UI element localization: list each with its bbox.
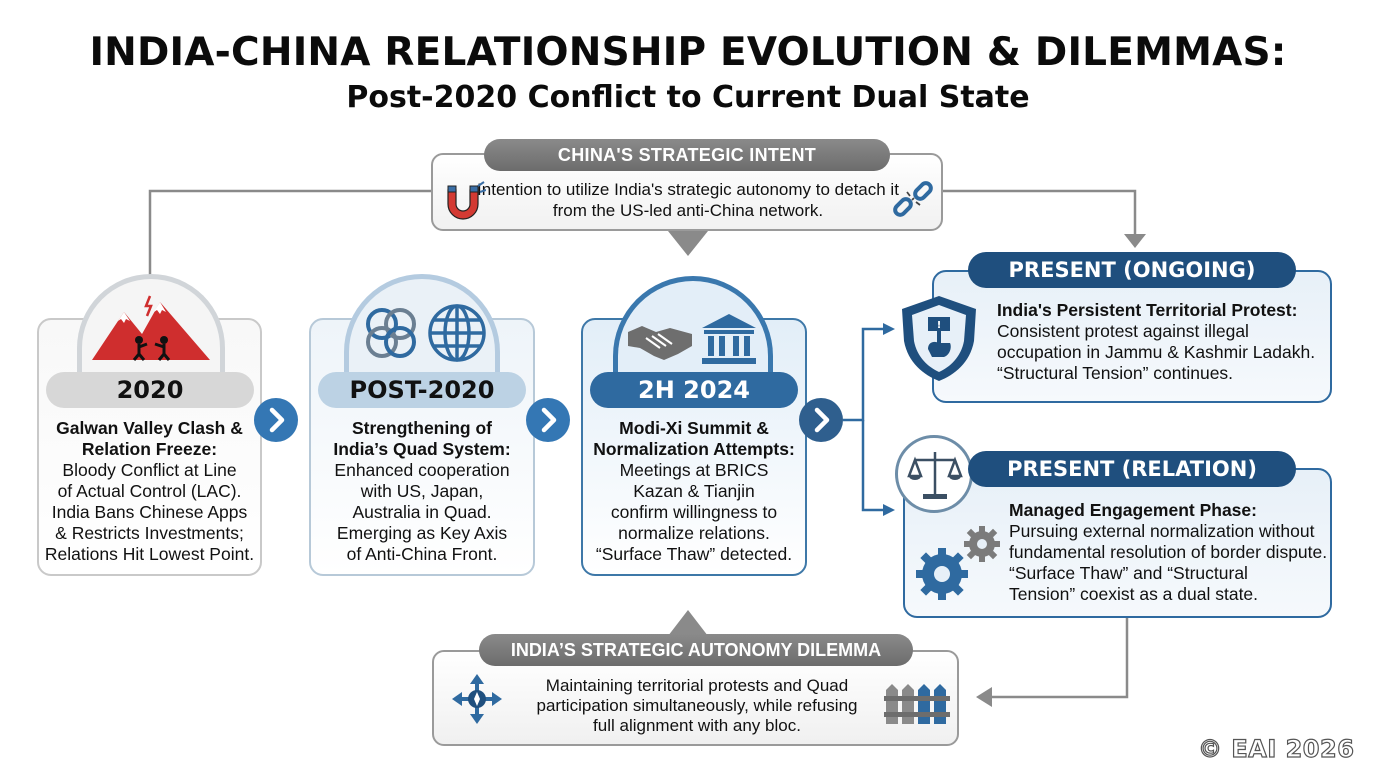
present-body-line: “Structural Tension” continues. (997, 363, 1234, 383)
card-body-line: of Actual Control (LAC). (57, 481, 242, 501)
chevron-right-icon (269, 407, 285, 433)
next-chevron-button[interactable] (526, 398, 570, 442)
broken-chain-icon (893, 181, 933, 217)
page-title: INDIA-CHINA RELATIONSHIP EVOLUTION & DIL… (89, 30, 1287, 75)
card-body-line: & Restricts Investments; (55, 523, 244, 543)
card-body-line: Bloody Conflict at Line (62, 460, 237, 480)
present-relation-text: Managed Engagement Phase: Pursuing exter… (1009, 500, 1332, 605)
magnet-icon (447, 181, 486, 220)
card-body-line: Emerging as Key Axis (336, 523, 508, 543)
period-pill-2020: 2020 (46, 372, 254, 408)
card-text-2h-2024: Modi-Xi Summit & Normalization Attempts:… (584, 418, 804, 565)
card-heading: Strengthening of (352, 418, 492, 438)
card-text-post-2020: Strengthening of India’s Quad System: En… (312, 418, 532, 565)
present-body-line: Pursuing external normalization without (1009, 521, 1315, 541)
present-heading: Managed Engagement Phase: (1009, 500, 1257, 520)
compass-arrows-icon (452, 674, 502, 724)
present-ongoing-box (932, 270, 1332, 403)
card-heading: Modi-Xi Summit & (619, 418, 769, 438)
present-body-line: Consistent protest against illegal (997, 321, 1249, 341)
strategic-intent-label: CHINA'S STRATEGIC INTENT (484, 139, 890, 171)
card-body-line: with US, Japan, (360, 481, 484, 501)
page-subtitle: Post-2020 Conflict to Current Dual State (346, 80, 1030, 115)
present-relation-label: PRESENT (RELATION) (968, 451, 1296, 487)
chevron-right-icon (814, 407, 830, 433)
connector-branch-lower (861, 420, 885, 512)
card-body-line: Relations Hit Lowest Point. (44, 544, 255, 564)
card-body-line: Kazan & Tianjin (633, 481, 755, 501)
connector-intent-to-present (943, 189, 1137, 236)
next-chevron-button[interactable] (254, 398, 298, 442)
card-body-line: of Anti-China Front. (346, 544, 498, 564)
autonomy-dilemma-text: Maintaining territorial protests and Qua… (522, 676, 872, 736)
card-heading: Normalization Attempts: (593, 439, 795, 459)
present-body-line: occupation in Jammu & Kashmir Ladakh. (997, 342, 1316, 362)
card-heading: Relation Freeze: (81, 439, 218, 459)
present-heading: India's Persistent Territorial Protest: (997, 300, 1298, 320)
mountain-clash-icon (92, 295, 210, 361)
card-body-line: normalize relations. (618, 523, 770, 543)
linked-rings-icon (366, 308, 416, 358)
present-ongoing-text: India's Persistent Territorial Protest: … (997, 300, 1327, 384)
dilemma-body-line: full alignment with any bloc. (593, 716, 801, 735)
present-body-line: “Surface Thaw” and “Structural (1009, 563, 1248, 583)
autonomy-dilemma-box (432, 650, 959, 746)
card-text-2020: Galwan Valley Clash & Relation Freeze: B… (40, 418, 259, 565)
autonomy-dilemma-label: INDIA’S STRATEGIC AUTONOMY DILEMMA (479, 634, 913, 666)
card-body-line: “Surface Thaw” detected. (595, 544, 793, 564)
connector-relation-to-dilemma (990, 618, 1129, 699)
card-body-line: Enhanced cooperation (334, 460, 510, 480)
chevron-right-icon (541, 407, 557, 433)
strategic-intent-text: Intention to utilize India's strategic a… (477, 180, 899, 220)
period-pill-post-2020: POST-2020 (318, 372, 526, 408)
dilemma-body-line: Maintaining territorial protests and Qua… (545, 676, 849, 695)
arrowhead-present (1124, 234, 1146, 248)
card-body-line: India Bans Chinese Apps (51, 502, 248, 522)
intent-pointer (668, 231, 708, 256)
svg-text:!: ! (937, 320, 942, 331)
scales-icon (907, 452, 963, 499)
card-body-line: confirm willingness to (610, 502, 778, 522)
present-body-line: Tension” coexist as a dual state. (1009, 584, 1259, 604)
arrowhead-dilemma (976, 687, 992, 707)
dilemma-pointer (668, 610, 708, 636)
next-chevron-button[interactable] (799, 398, 843, 442)
copyright-watermark: © EAI 2026 (1197, 734, 1355, 763)
card-body-line: Meetings at BRICS (619, 460, 769, 480)
present-ongoing-label: PRESENT (ONGOING) (968, 252, 1296, 288)
government-building-icon (702, 314, 756, 364)
card-body-line: Australia in Quad. (352, 502, 492, 522)
dilemma-body-line: participation simultaneously, while refu… (536, 696, 858, 715)
period-pill-2h-2024: 2H 2024 (590, 372, 798, 408)
fence-icon (884, 684, 950, 724)
shield-protest-icon: ! (902, 296, 976, 381)
connector-branch (843, 327, 885, 422)
arrowhead-relation (883, 504, 895, 516)
handshake-icon (628, 326, 692, 360)
card-heading: India’s Quad System: (333, 439, 511, 459)
present-body-line: fundamental resolution of border dispute… (1009, 542, 1328, 562)
connector-intent-to-2020 (148, 189, 431, 276)
globe-icon (428, 304, 486, 362)
arrowhead-ongoing (883, 323, 895, 335)
card-heading: Galwan Valley Clash & (56, 418, 243, 438)
gears-icon (916, 526, 1000, 600)
